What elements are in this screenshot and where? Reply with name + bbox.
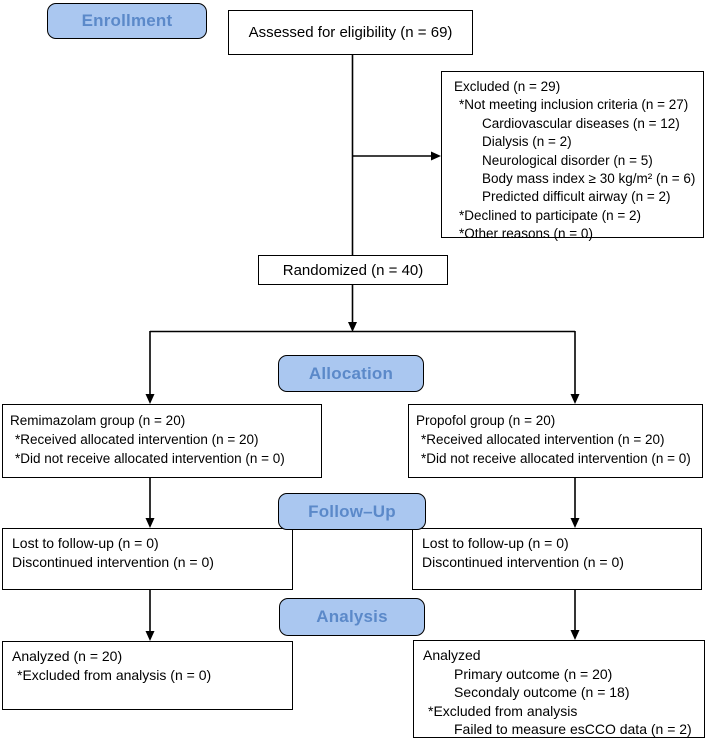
analysis-right-line: Analyzed xyxy=(423,647,481,663)
randomized-box: Randomized (n = 40) xyxy=(258,255,448,285)
excluded-line: Neurological disorder (n = 5) xyxy=(482,152,653,168)
followup-left-line: Discontinued intervention (n = 0) xyxy=(12,554,214,570)
excluded-line: Dialysis (n = 2) xyxy=(482,134,572,150)
analysis-left-line: *Excluded from analysis (n = 0) xyxy=(17,667,212,683)
arrowhead-left-followup xyxy=(145,518,155,528)
propofol-line: Propofol group (n = 20) xyxy=(416,413,556,428)
excluded-line: *Declined to participate (n = 2) xyxy=(459,207,641,223)
stage-label-allocation: Allocation xyxy=(278,355,424,392)
analysis-right-line: Secondaly outcome (n = 18) xyxy=(454,684,630,701)
followup-right-line: Discontinued intervention (n = 0) xyxy=(422,554,624,570)
analysis-left-line: Analyzed (n = 20) xyxy=(12,648,123,664)
remimazolam-line: *Did not receive allocated intervention … xyxy=(15,451,285,466)
analysis-right-line: Failed to measure esCCO data (n = 2) xyxy=(454,721,692,738)
propofol-line: *Received allocated intervention (n = 20… xyxy=(421,432,665,447)
followup-left-box: Lost to follow-up (n = 0) Discontinued i… xyxy=(2,528,293,590)
excluded-line: *Other reasons (n = 0) xyxy=(459,226,593,242)
propofol-line: *Did not receive allocated intervention … xyxy=(421,451,691,466)
remimazolam-group-box: Remimazolam group (n = 20) *Received all… xyxy=(2,404,322,478)
stage-label-analysis: Analysis xyxy=(279,598,425,636)
assessed-text: Assessed for eligibility (n = 69) xyxy=(248,24,453,41)
remimazolam-line: *Received allocated intervention (n = 20… xyxy=(15,432,259,447)
stage-label-follow-up: Follow–Up xyxy=(278,493,426,530)
arrowhead-right-analysis xyxy=(570,630,580,640)
analysis-right-line: Primary outcome (n = 20) xyxy=(454,665,613,682)
excluded-box: Excluded (n = 29) *Not meeting inclusion… xyxy=(441,71,704,241)
excluded-line: Body mass index ≥ 30 kg/m² (n = 6) xyxy=(482,171,696,187)
analysis-right-box: Analyzed Primary outcome (n = 20) Second… xyxy=(413,640,705,738)
followup-right-box: Lost to follow-up (n = 0) Discontinued i… xyxy=(412,528,702,590)
arrowhead-split xyxy=(348,322,357,332)
followup-left-line: Lost to follow-up (n = 0) xyxy=(12,535,159,551)
excluded-line: Excluded (n = 29) xyxy=(454,79,561,94)
remimazolam-line: Remimazolam group (n = 20) xyxy=(10,413,186,428)
randomized-text: Randomized (n = 40) xyxy=(282,261,424,279)
excluded-line: Cardiovascular diseases (n = 12) xyxy=(482,115,680,131)
assessed-box: Assessed for eligibility (n = 69) xyxy=(228,10,473,55)
excluded-line: Predicted difficult airway (n = 2) xyxy=(482,189,671,205)
arrowhead-excluded xyxy=(431,151,441,161)
arrowhead-left-analysis xyxy=(145,631,155,641)
propofol-group-box: Propofol group (n = 20) *Received alloca… xyxy=(408,404,703,478)
stage-label-enrollment: Enrollment xyxy=(47,3,207,39)
arrowhead-left-group xyxy=(145,394,155,404)
analysis-right-line: *Excluded from analysis xyxy=(428,702,578,719)
analysis-left-box: Analyzed (n = 20) *Excluded from analysi… xyxy=(2,641,293,710)
excluded-line: *Not meeting inclusion criteria (n = 27) xyxy=(459,97,689,113)
arrowhead-right-followup xyxy=(570,518,580,528)
arrowhead-right-group xyxy=(570,394,580,404)
followup-right-line: Lost to follow-up (n = 0) xyxy=(422,535,569,551)
